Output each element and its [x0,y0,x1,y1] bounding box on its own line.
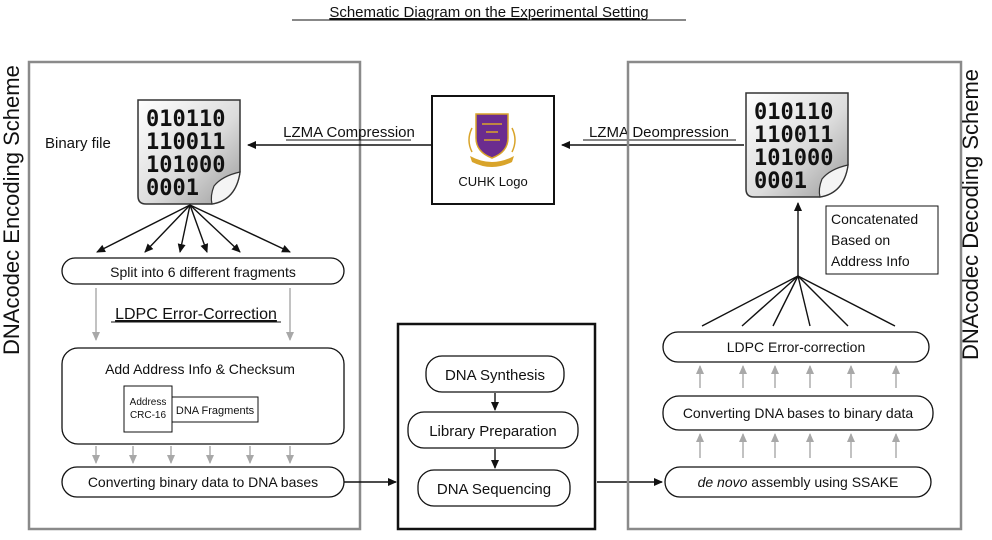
lzma-compression-label: LZMA Compression [283,124,415,141]
binary-line: 010110 [754,100,833,125]
dna-sequencing-label: DNA Sequencing [437,481,551,498]
add-address-label: Add Address Info & Checksum [105,361,295,377]
library-prep-label: Library Preparation [429,423,557,440]
binary-file-icon-right: 010110 110011 101000 0001 [745,92,849,198]
ldpc-decoding-box [662,331,930,363]
assembly-label: de novo assembly using SSAKE [698,474,899,490]
concatenated-box [825,205,939,275]
merge-lines [701,275,896,327]
library-prep-box [407,411,579,449]
assembly-italic: de novo [698,474,748,490]
binary-line: 101000 [754,146,833,171]
dna-sequencing-box [417,469,571,507]
convert-to-binary-box [662,395,934,431]
crc-label: CRC-16 [130,410,167,421]
encoding-side-label: DNAcodec Encoding Scheme [0,65,24,355]
decoding-panel-frame [626,60,963,531]
convert-to-binary-label: Converting DNA bases to binary data [683,405,914,421]
convert-to-dna-label: Converting binary data to DNA bases [88,474,318,490]
dna-synthesis-box [425,355,565,393]
binary-line: 010110 [146,107,225,132]
binary-line: 0001 [146,176,199,201]
binary-line: 101000 [146,153,225,178]
binary-line: 0001 [754,169,807,194]
assembly-rest: assembly using SSAKE [747,474,898,490]
dna-fragments-label: DNA Fragments [176,405,255,417]
dna-fragments-box [171,396,259,423]
lzma-decompression-label: LZMA Deompression [589,124,729,141]
dna-synthesis-label: DNA Synthesis [445,367,545,384]
up-gray-arrows-2 [696,433,900,458]
decoding-side-label: DNAcodec Decoding Scheme [958,69,983,360]
assembly-box [664,466,932,498]
binary-file-label: Binary file [45,135,111,152]
address-label: Address [130,397,167,408]
concat-line: Address Info [831,253,910,269]
split-box [61,257,345,285]
convert-gray-arrows [92,446,294,464]
split-arrows [96,204,291,253]
ldpc-encoding-label: LDPC Error-Correction [115,306,277,323]
encoding-panel-frame [27,60,362,531]
split-label: Split into 6 different fragments [110,264,296,280]
up-gray-arrows-1 [696,365,900,388]
address-crc-box [123,385,173,433]
cuhk-logo-icon [468,113,516,167]
binary-line: 110011 [146,130,225,155]
binary-line: 110011 [754,123,833,148]
diagram-title: Schematic Diagram on the Experimental Se… [329,4,648,21]
cuhk-logo-caption: CUHK Logo [458,174,527,189]
binary-file-icon-left: 010110 110011 101000 0001 [137,99,241,205]
concat-line: Concatenated [831,211,918,227]
concat-line: Based on [831,232,890,248]
ldpc-decoding-label: LDPC Error-correction [727,339,865,355]
ldpc-gray-arrows [92,288,294,341]
